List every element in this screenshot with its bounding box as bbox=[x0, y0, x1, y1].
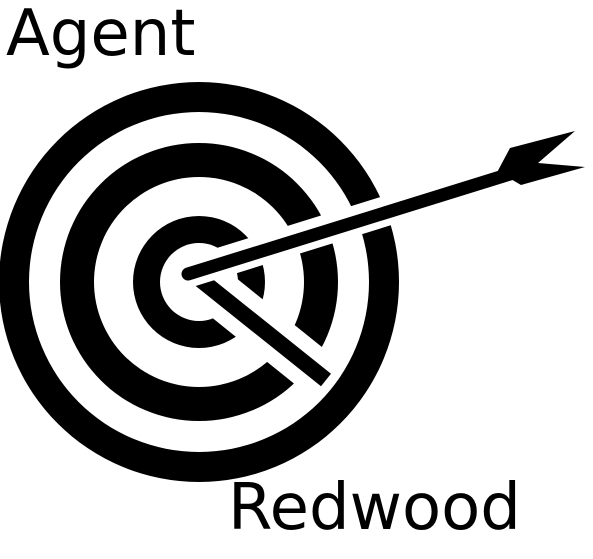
arrow-tail bbox=[191, 269, 331, 387]
arrow-fletching bbox=[493, 131, 585, 185]
logo-text-line2: Redwood bbox=[228, 471, 521, 545]
arrow-shaft bbox=[181, 167, 517, 281]
logo-text-line1: Agent bbox=[6, 0, 196, 71]
